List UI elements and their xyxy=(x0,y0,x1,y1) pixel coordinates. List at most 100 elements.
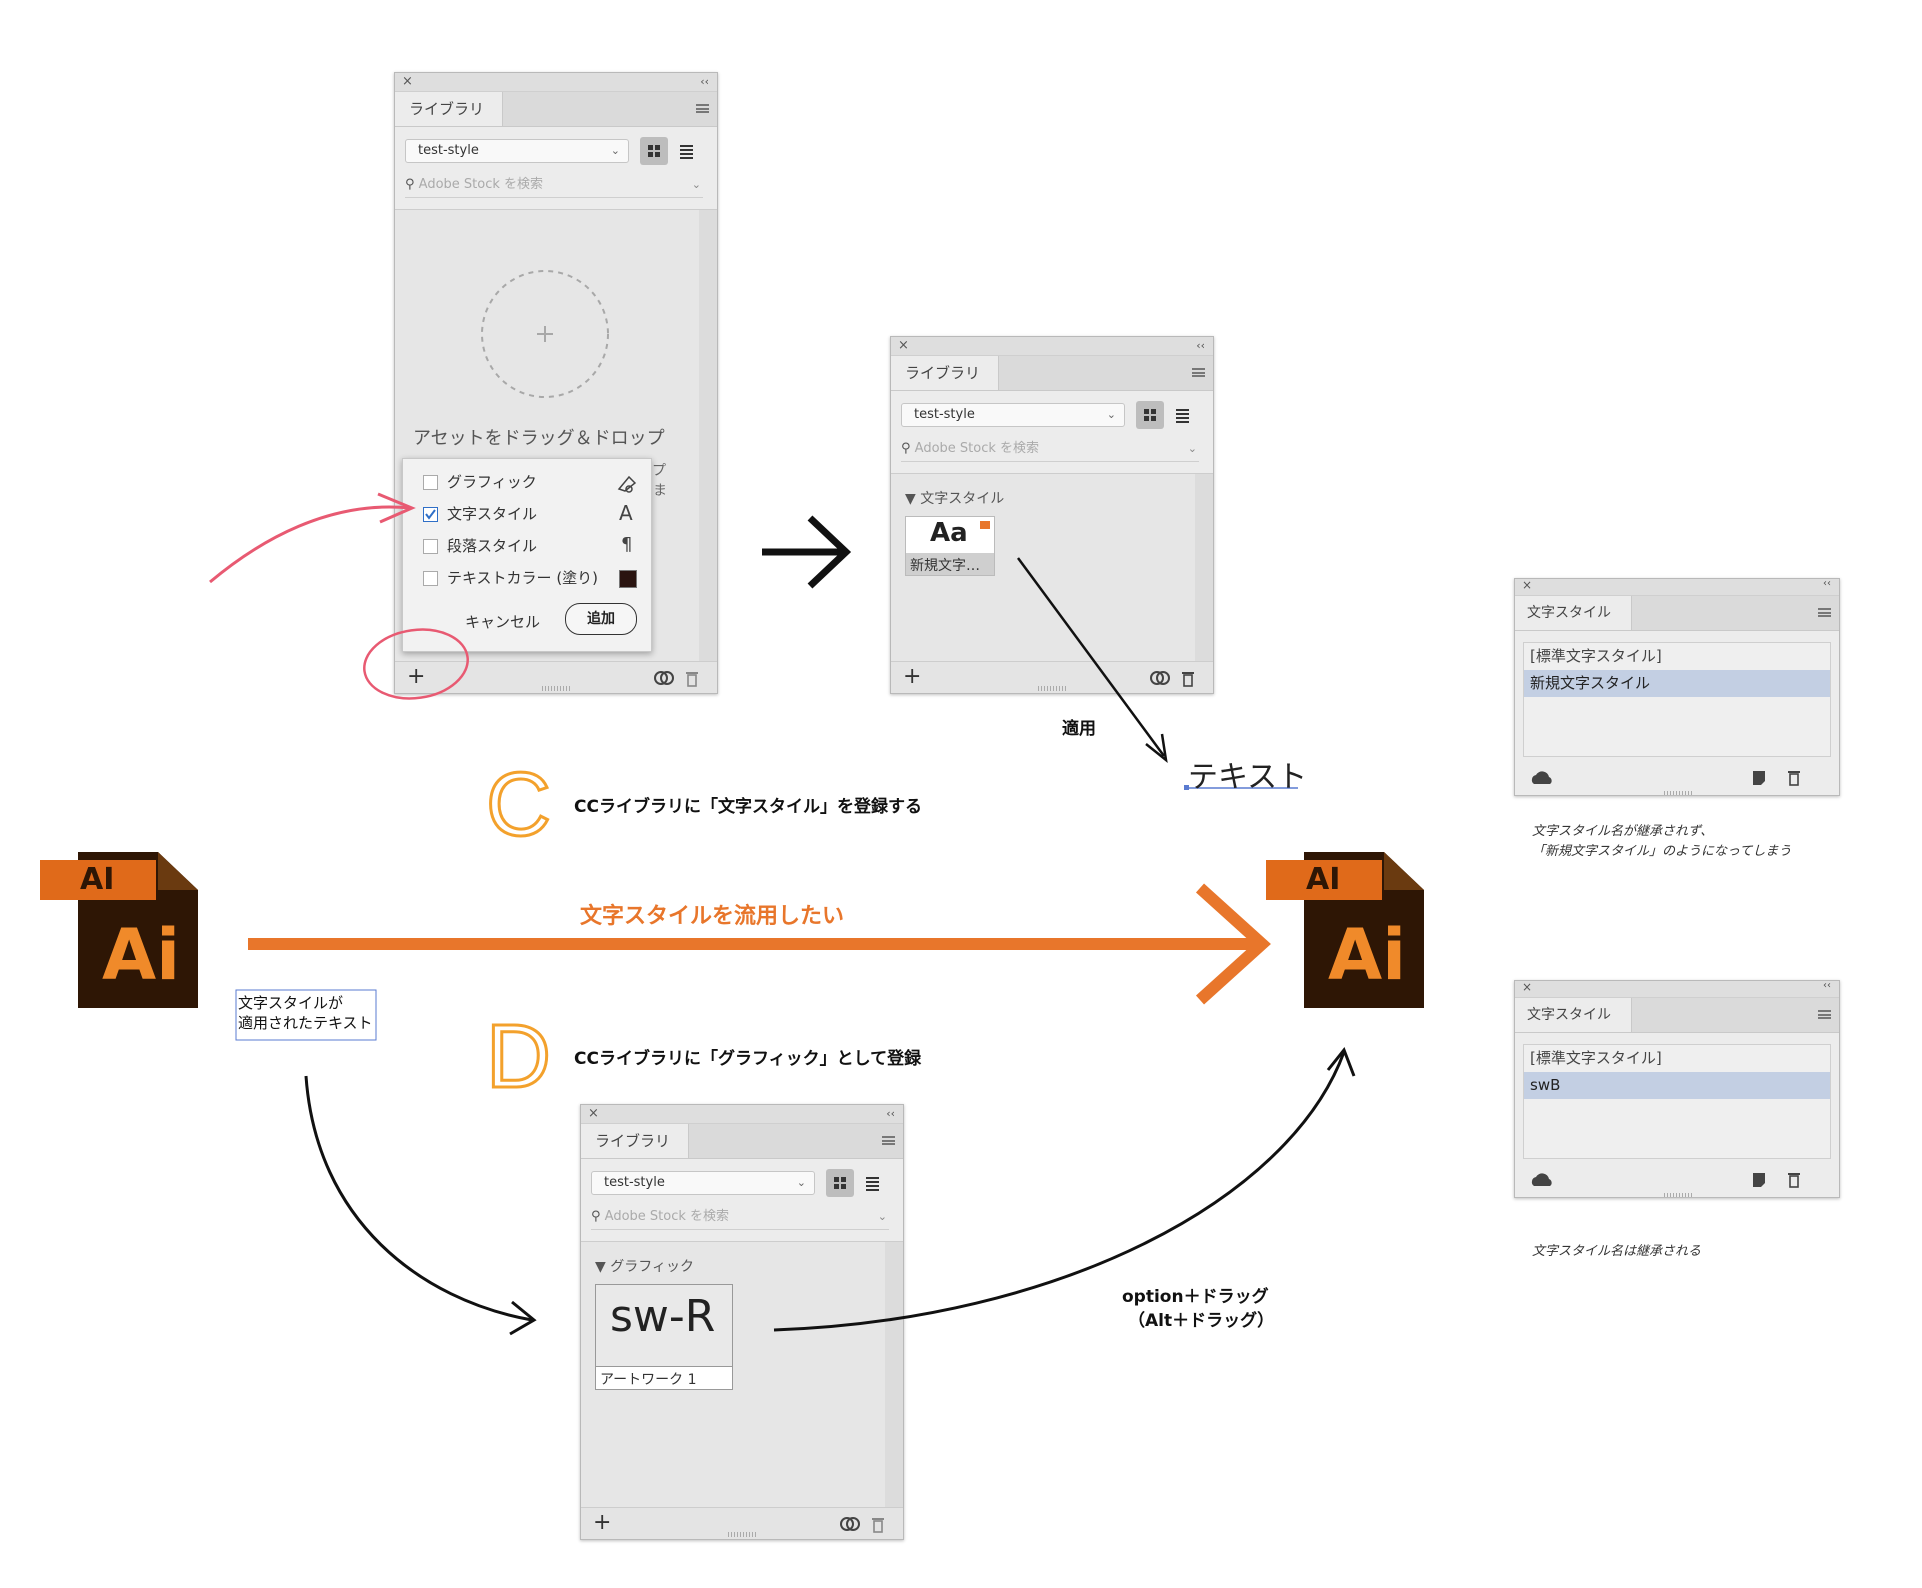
style-row-selected[interactable]: 新規文字スタイル xyxy=(1524,670,1830,697)
apply-label: 適用 xyxy=(1062,719,1096,739)
style-row-selected[interactable]: swB xyxy=(1524,1072,1830,1099)
asset-label-bar: 新規文字… xyxy=(906,553,994,575)
tab-library[interactable]: ライブラリ xyxy=(581,1124,690,1158)
popup-item-label: 文字スタイル xyxy=(447,505,538,523)
collapse-icon[interactable]: ‹‹ xyxy=(1823,578,1831,589)
cc-sync-icon[interactable] xyxy=(839,1516,861,1532)
sample-text: テキスト xyxy=(1188,760,1308,795)
popup-item[interactable]: テキストカラー (塗り) xyxy=(419,567,639,591)
section-header[interactable]: ▼ 文字スタイル xyxy=(905,488,1004,508)
style-row[interactable]: [標準文字スタイル] xyxy=(1530,1049,1662,1067)
curve-arrowhead-down xyxy=(509,1300,537,1336)
list-icon xyxy=(866,1177,879,1191)
list-view-button[interactable] xyxy=(1168,401,1196,429)
step-d-label: CCライブラリに「グラフィック」として登録 xyxy=(574,1049,922,1069)
dropzone-peek-2: ま xyxy=(653,483,667,499)
collapse-icon[interactable]: ‹‹ xyxy=(886,1107,895,1120)
collapse-icon[interactable]: ‹‹ xyxy=(1823,980,1831,991)
checkbox-character-style[interactable] xyxy=(423,507,438,522)
resize-grip[interactable] xyxy=(728,1532,756,1537)
section-label: 文字スタイル xyxy=(920,491,1005,507)
resize-grip[interactable] xyxy=(1664,791,1692,795)
grid-view-button[interactable] xyxy=(1136,401,1164,429)
chevron-down-icon: ⌄ xyxy=(1187,442,1197,455)
character-style-icon: A xyxy=(619,501,633,525)
panel-menu-icon[interactable] xyxy=(1818,608,1831,617)
library-select[interactable]: test-style ⌄ xyxy=(901,403,1125,427)
trash-icon[interactable] xyxy=(1787,1170,1801,1188)
cloud-icon[interactable] xyxy=(1529,1171,1555,1189)
asset-thumbnail[interactable]: sw-R アートワーク 1 xyxy=(595,1284,733,1390)
main-goal-label: 文字スタイルを流用したい xyxy=(580,904,845,929)
panel-footer xyxy=(1515,1165,1839,1197)
trash-icon[interactable] xyxy=(685,669,699,687)
add-asset-icon[interactable]: + xyxy=(903,664,922,689)
ai-logo-text: Ai xyxy=(102,914,181,996)
library-select[interactable]: test-style ⌄ xyxy=(405,139,629,163)
chevron-down-icon: ⌄ xyxy=(877,1210,887,1223)
section-header[interactable]: ▼ グラフィック xyxy=(595,1256,694,1276)
tab-library[interactable]: ライブラリ xyxy=(395,92,504,126)
stock-search-input[interactable]: ⚲ Adobe Stock を検索 ⌄ xyxy=(901,437,1199,462)
panel-footer: + xyxy=(395,661,717,693)
scrollbar[interactable] xyxy=(699,210,717,662)
thumbnail-art xyxy=(596,1285,732,1367)
panel-footer xyxy=(1515,763,1839,795)
panel-menu-icon[interactable] xyxy=(1818,1010,1831,1019)
add-asset-icon[interactable]: + xyxy=(593,1510,612,1535)
ai-file-icon-source: AI Ai xyxy=(40,850,200,1010)
grid-view-button[interactable] xyxy=(826,1169,854,1197)
cancel-button[interactable]: キャンセル xyxy=(465,613,541,631)
source-text-line-1: 文字スタイルが xyxy=(238,994,344,1012)
collapse-icon[interactable]: ‹‹ xyxy=(1196,339,1205,352)
collapse-icon[interactable]: ‹‹ xyxy=(700,75,709,88)
add-asset-icon[interactable]: + xyxy=(407,664,426,689)
panel-menu-icon[interactable] xyxy=(1192,368,1205,377)
scrollbar[interactable] xyxy=(1195,474,1213,662)
tab-character-styles[interactable]: 文字スタイル xyxy=(1515,998,1632,1032)
list-view-button[interactable] xyxy=(672,137,700,165)
resize-grip[interactable] xyxy=(1038,686,1066,691)
asset-thumbnail[interactable]: Aa 新規文字… xyxy=(905,516,995,576)
panel-menu-icon[interactable] xyxy=(696,104,709,113)
scrollbar[interactable] xyxy=(885,1242,903,1508)
popup-item[interactable]: グラフィック xyxy=(419,471,639,495)
trash-icon[interactable] xyxy=(871,1515,885,1533)
close-icon[interactable]: × xyxy=(1522,578,1533,592)
checkbox-paragraph-style[interactable] xyxy=(423,539,438,554)
stock-search-input[interactable]: ⚲ Adobe Stock を検索 ⌄ xyxy=(405,173,703,198)
resize-grip[interactable] xyxy=(1664,1193,1692,1197)
new-style-icon[interactable] xyxy=(1751,769,1767,787)
tab-character-styles[interactable]: 文字スタイル xyxy=(1515,596,1632,630)
cc-sync-icon[interactable] xyxy=(653,670,675,686)
add-button[interactable]: 追加 xyxy=(565,603,637,635)
close-icon[interactable]: × xyxy=(588,1106,599,1121)
popup-item[interactable]: 文字スタイル A xyxy=(419,501,639,527)
trash-icon[interactable] xyxy=(1787,768,1801,786)
library-select-value: test-style xyxy=(914,407,975,422)
resize-grip[interactable] xyxy=(542,686,570,691)
library-select-value: test-style xyxy=(604,1175,665,1190)
close-icon[interactable]: × xyxy=(402,74,413,89)
popup-item[interactable]: 段落スタイル ¶ xyxy=(419,534,639,559)
cc-sync-icon[interactable] xyxy=(1149,670,1171,686)
library-select[interactable]: test-style ⌄ xyxy=(591,1171,815,1195)
disclosure-triangle-icon: ▼ xyxy=(595,1259,606,1275)
checkbox-graphic[interactable] xyxy=(423,475,438,490)
trash-icon[interactable] xyxy=(1181,669,1195,687)
chevron-down-icon: ⌄ xyxy=(1106,408,1116,421)
cloud-icon[interactable] xyxy=(1529,769,1555,787)
library-select-value: test-style xyxy=(418,143,479,158)
close-icon[interactable]: × xyxy=(1522,980,1533,994)
style-row[interactable]: [標準文字スタイル] xyxy=(1530,647,1662,665)
grid-view-button[interactable] xyxy=(640,137,668,165)
list-view-button[interactable] xyxy=(858,1169,886,1197)
tab-library[interactable]: ライブラリ xyxy=(891,356,1000,390)
close-icon[interactable]: × xyxy=(898,338,909,353)
panel-menu-icon[interactable] xyxy=(882,1136,895,1145)
list-icon xyxy=(1176,409,1189,423)
stock-search-input[interactable]: ⚲ Adobe Stock を検索 ⌄ xyxy=(591,1205,889,1230)
paragraph-icon: ¶ xyxy=(621,534,633,555)
checkbox-text-color[interactable] xyxy=(423,571,438,586)
new-style-icon[interactable] xyxy=(1751,1171,1767,1189)
